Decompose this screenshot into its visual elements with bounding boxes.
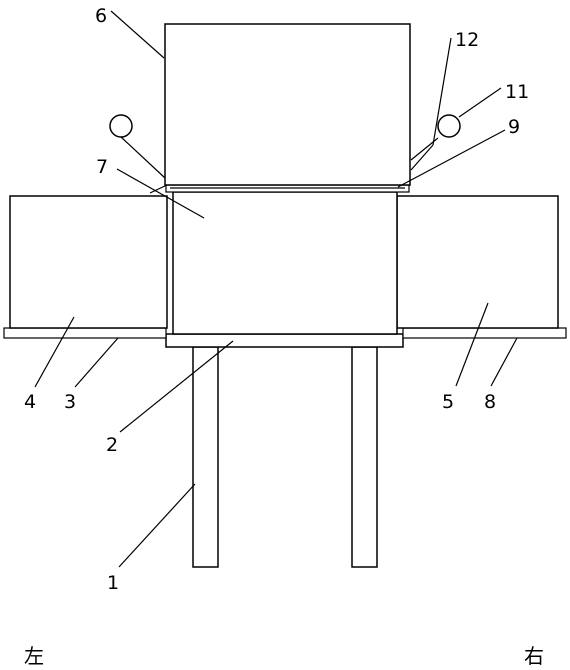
left-block xyxy=(9,195,168,329)
right-circle xyxy=(437,114,461,138)
label-6: 6 xyxy=(95,5,107,27)
left-plate xyxy=(3,327,167,339)
label-2: 2 xyxy=(106,434,118,456)
leader-3 xyxy=(74,337,119,388)
center-block xyxy=(172,191,398,335)
left-circle xyxy=(109,114,133,138)
right-block xyxy=(396,195,559,329)
label-8: 8 xyxy=(484,391,496,413)
leader-6 xyxy=(110,10,165,59)
direction-left: 左 xyxy=(24,644,44,668)
left-leg xyxy=(192,346,219,568)
leader-9 xyxy=(397,129,506,188)
leader-left-corner xyxy=(149,184,168,194)
leader-7 xyxy=(116,168,205,219)
leader-1 xyxy=(118,483,196,568)
leader-12-upper xyxy=(432,37,452,146)
label-11: 11 xyxy=(505,81,529,103)
leader-4 xyxy=(34,316,75,388)
label-12: 12 xyxy=(455,29,479,51)
top-block xyxy=(164,23,411,186)
label-7: 7 xyxy=(96,156,108,178)
leader-11 xyxy=(458,87,502,118)
leader-2 xyxy=(119,340,234,433)
label-1: 1 xyxy=(107,572,119,594)
leader-12-lower xyxy=(410,144,434,171)
label-5: 5 xyxy=(442,391,454,413)
leader-right-bracket xyxy=(410,137,439,161)
direction-right: 右 xyxy=(524,644,544,668)
right-plate xyxy=(402,327,567,339)
leader-8 xyxy=(490,337,518,387)
right-leg xyxy=(351,346,378,568)
leader-5 xyxy=(455,302,489,387)
label-4: 4 xyxy=(24,391,36,413)
base-plate xyxy=(165,333,404,348)
label-9: 9 xyxy=(508,116,520,138)
label-3: 3 xyxy=(64,391,76,413)
leader-left-bracket xyxy=(120,136,166,179)
